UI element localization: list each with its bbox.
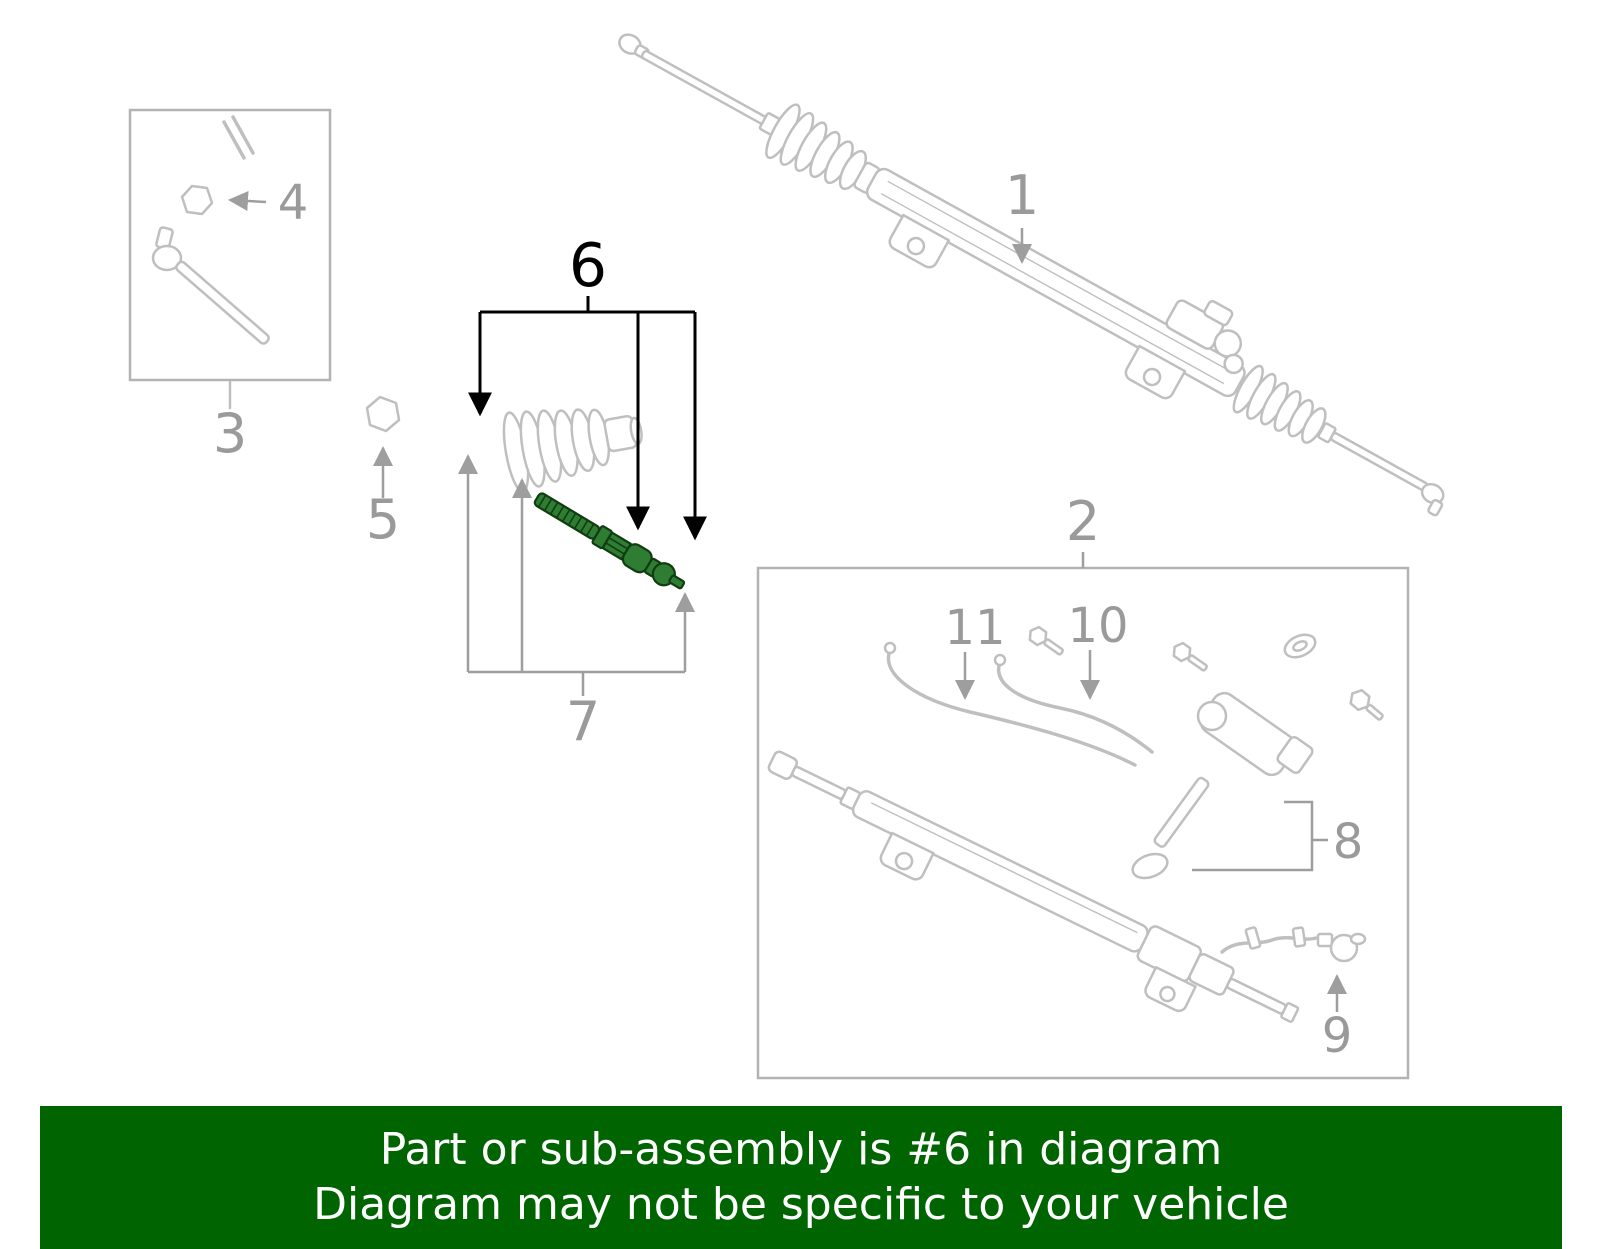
castle-nut: [180, 184, 214, 216]
banner-line-2: Diagram may not be specific to your vehi…: [313, 1178, 1289, 1230]
parts-box-3: [128, 108, 332, 382]
callout-11-label: 11: [944, 600, 1005, 656]
callout-10-label: 10: [1067, 598, 1128, 654]
callout-6-label: 6: [569, 231, 607, 301]
callout-8-label: 8: [1333, 814, 1364, 870]
callout-6: 6: [468, 231, 707, 541]
callout-4-label: 4: [278, 175, 309, 231]
steering-boot: [502, 408, 643, 493]
outer-tie-rod-box: 4 3: [128, 108, 332, 465]
callout-8-bracket: [1192, 800, 1328, 872]
transfer-tube-10: [996, 660, 1154, 754]
callout-1: 1: [1005, 164, 1039, 264]
jam-nut: 5: [365, 395, 401, 551]
banner-line-1: Part or sub-assembly is #6 in diagram: [379, 1123, 1223, 1175]
inner-tie-rod-highlighted: [533, 492, 686, 590]
pinion-valve-assembly: [1131, 691, 1314, 880]
gear-housing-assembly: [767, 750, 1300, 1023]
callout-5-label: 5: [366, 488, 400, 551]
lower-parts-box: 2 11 10: [756, 490, 1410, 1080]
tube-11-fitting: [883, 641, 897, 655]
callout-1-label: 1: [1005, 164, 1039, 227]
outer-tie-rod-end: [151, 226, 270, 345]
highlight-banner: Part or sub-assembly is #6 in diagram Di…: [40, 1106, 1562, 1249]
callout-7: 7: [458, 454, 695, 753]
bolt: [1172, 641, 1208, 672]
bolt: [1028, 625, 1064, 656]
callout-9-label: 9: [1322, 1008, 1353, 1064]
bolt: [1349, 688, 1384, 721]
callout-4-arrow: [228, 191, 267, 211]
sensor-hose: [1220, 926, 1367, 963]
o-ring: [1131, 852, 1169, 880]
grommet: [1283, 633, 1317, 659]
steering-rack-assembly: [618, 33, 1445, 517]
transfer-tube-11: [886, 648, 1137, 767]
callout-2-label: 2: [1066, 490, 1100, 553]
callout-3-label: 3: [213, 402, 247, 465]
diagram-canvas: 1 4 3 5: [128, 33, 1445, 1080]
callout-7-label: 7: [566, 690, 600, 753]
tube-10-fitting: [993, 653, 1007, 667]
cotter-pin: [222, 115, 255, 160]
